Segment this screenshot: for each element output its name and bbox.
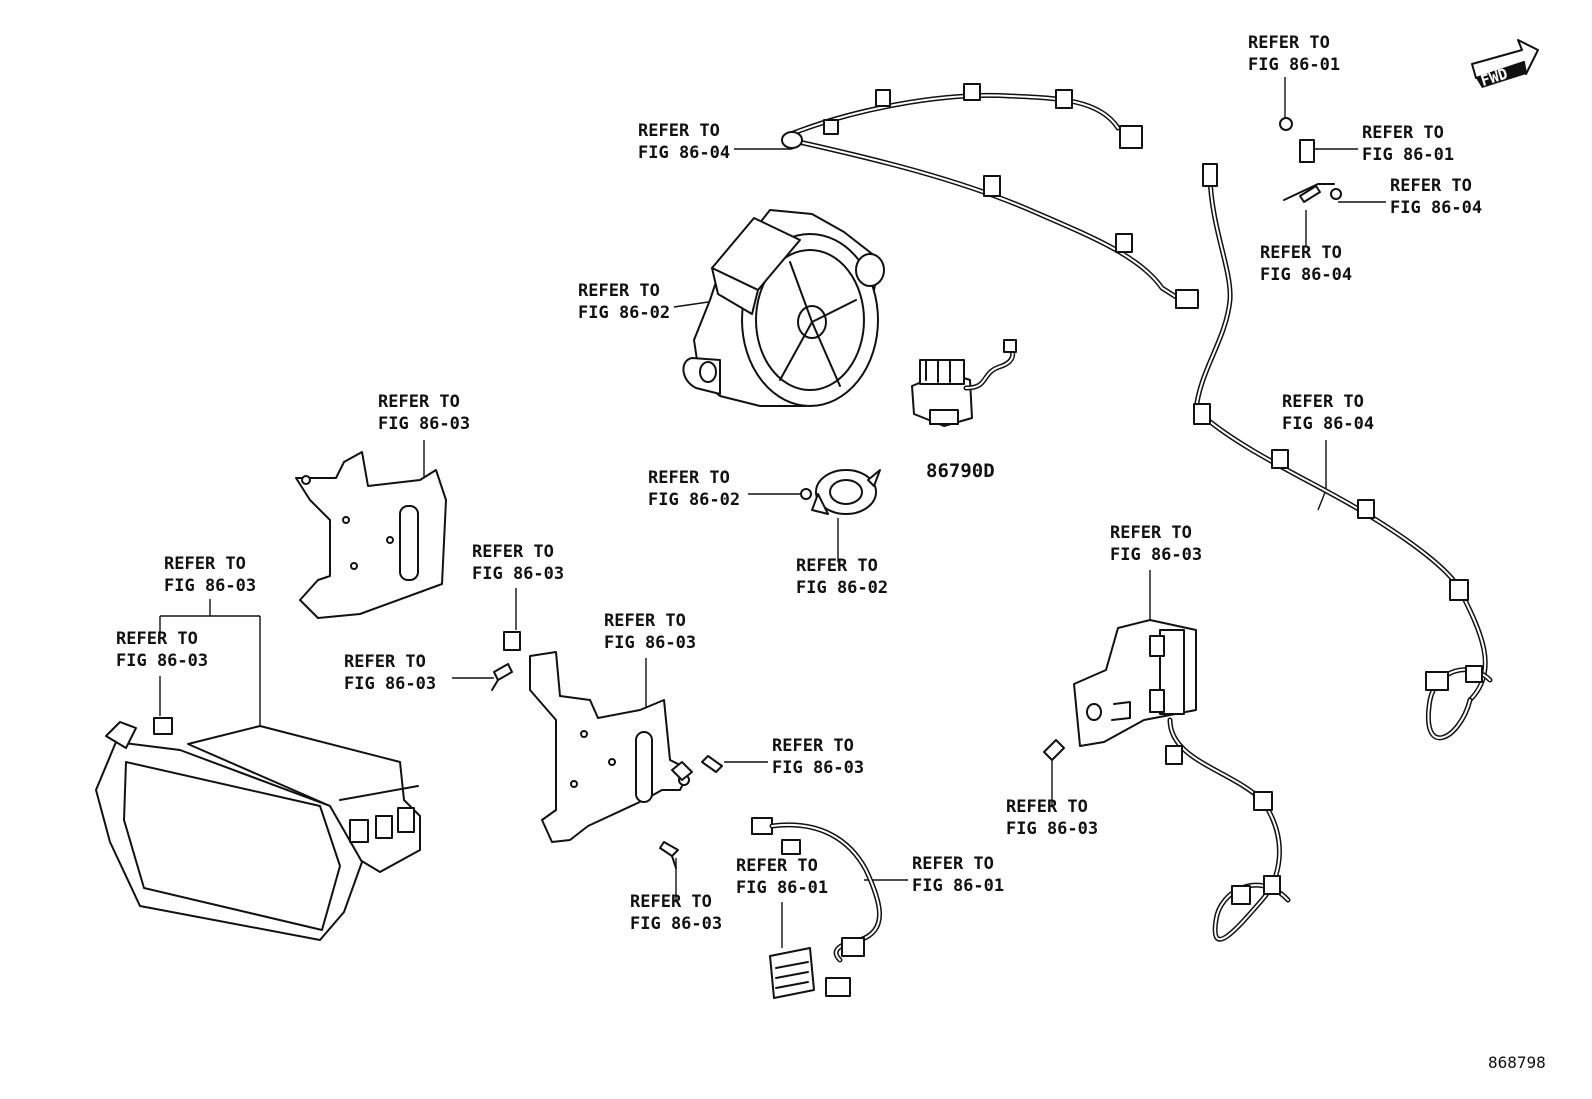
right-bracket-harness [1073,619,1291,942]
bottom-cable [751,817,882,999]
fwd-arrow-icon: FWD [1471,39,1539,90]
grommet-icon [1279,117,1293,131]
upper-wire-harness [781,83,1199,309]
tweeter [800,469,881,515]
screw-icon [493,663,513,681]
right-wire-harness [1193,163,1493,741]
diagram-id: 868798 [1488,1053,1546,1072]
head-unit [95,721,421,941]
part-86790d [911,339,1017,427]
screw-icon-4 [1043,739,1065,761]
screw-icon-2 [701,755,723,773]
clip-parts [1279,117,1342,203]
speaker-assembly [682,209,885,407]
nut-clip-icon [503,631,521,651]
clip-icon-2 [153,717,173,735]
lower-bracket [529,651,693,843]
fasteners [153,631,1065,869]
part-number: 86790D [926,460,995,482]
upper-bracket [295,451,447,619]
screw-icon-3 [659,841,679,857]
clip-icon [1299,139,1315,163]
